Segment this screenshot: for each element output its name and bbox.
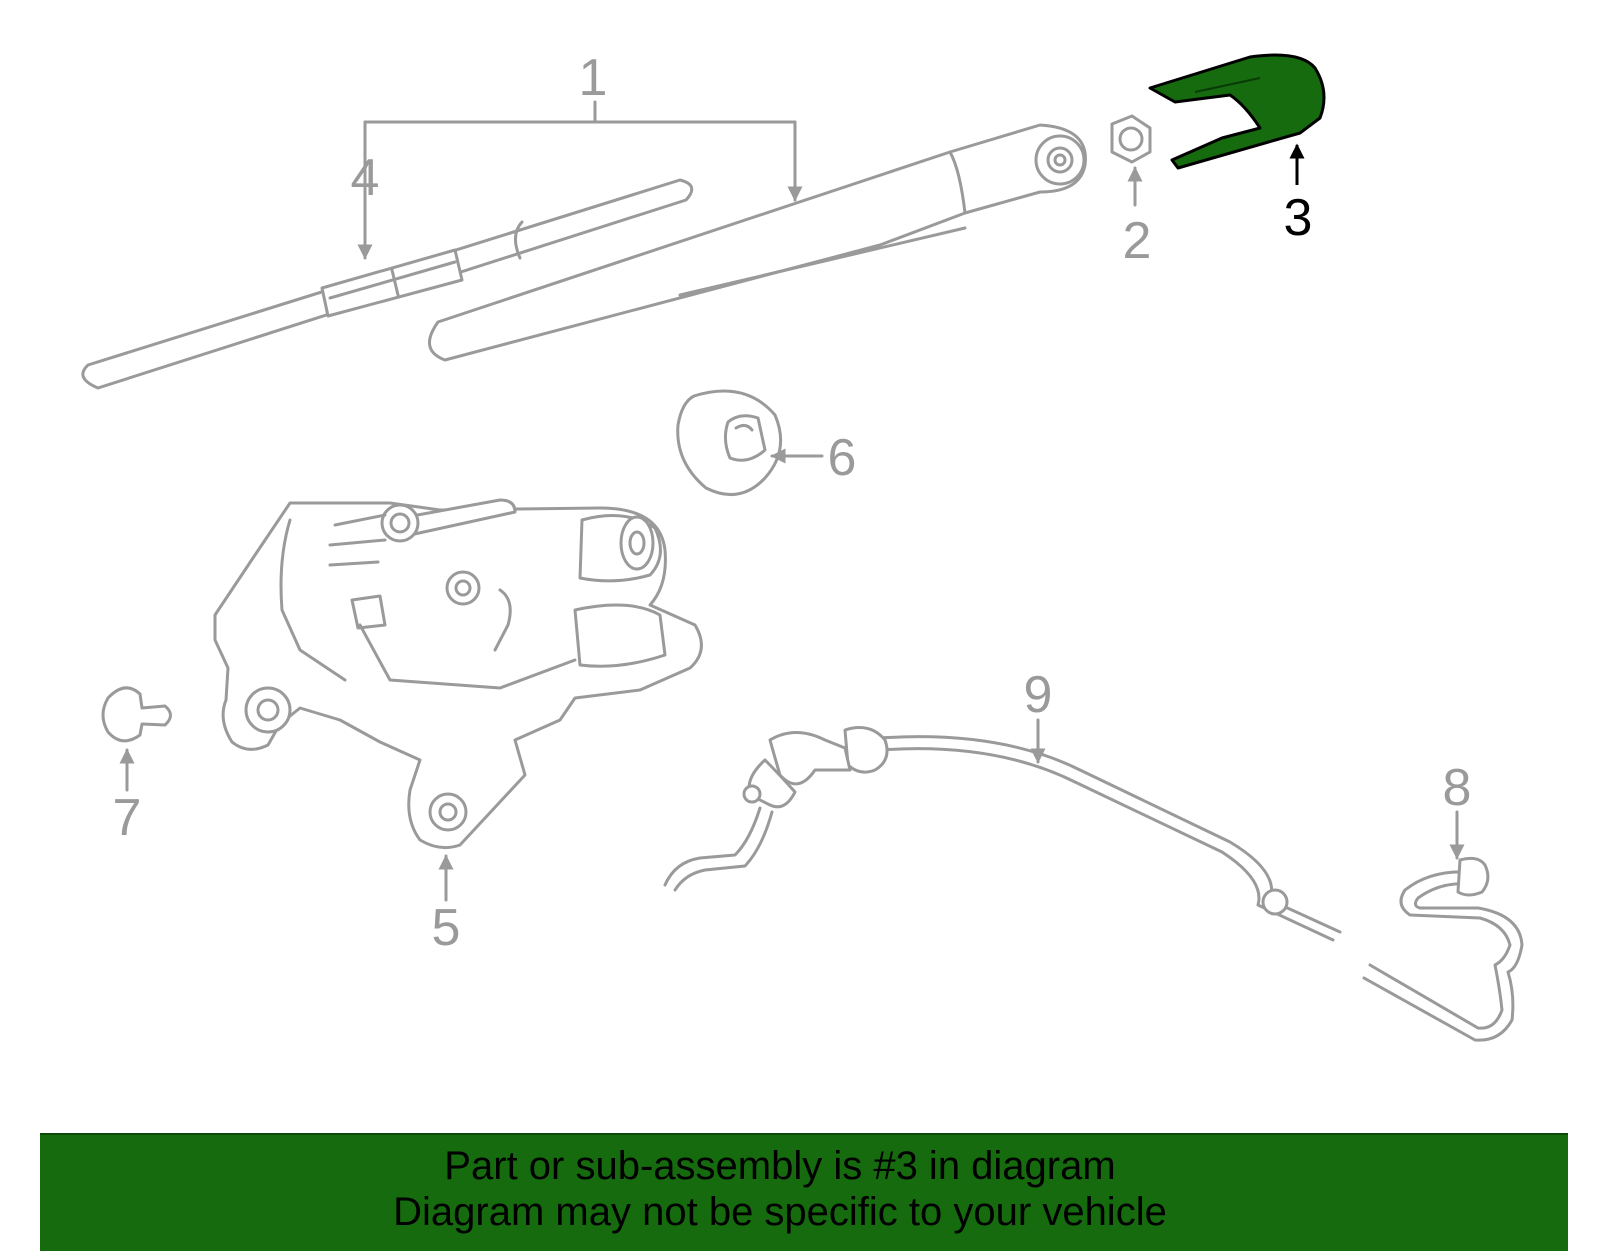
callout-8: 8 (1443, 759, 1472, 817)
callout-7: 7 (113, 789, 142, 847)
callout-5: 5 (432, 899, 461, 957)
part-1-wiper-arm[interactable] (428, 123, 1087, 362)
info-banner: Part or sub-assembly is #3 in diagram Di… (40, 1133, 1568, 1251)
callout-3: 3 (1284, 189, 1313, 247)
banner-line-1: Part or sub-assembly is #3 in diagram (444, 1144, 1116, 1188)
leader-lines (119, 100, 1465, 902)
banner-text: Part or sub-assembly is #3 in diagram Di… (40, 1143, 1520, 1235)
part-5-wiper-motor[interactable] (213, 498, 703, 850)
callout-4: 4 (351, 149, 380, 207)
part-9-washer-hose[interactable] (663, 726, 1342, 942)
callout-1: 1 (579, 49, 608, 107)
part-2-nut[interactable] (1110, 114, 1152, 164)
part-7-bolt[interactable] (101, 686, 172, 743)
part-6-grommet[interactable] (676, 389, 783, 496)
callout-6: 6 (828, 429, 857, 487)
banner-line-2: Diagram may not be specific to your vehi… (393, 1190, 1167, 1234)
callout-2: 2 (1123, 212, 1152, 270)
parts-diagram: 1 2 3 4 5 6 7 8 9 (81, 49, 1524, 1042)
part-4-wiper-blade[interactable] (81, 178, 694, 390)
callout-9: 9 (1024, 666, 1053, 724)
part-8-hose-connector[interactable] (1362, 856, 1524, 1042)
part-3-cap-highlighted[interactable] (1148, 53, 1326, 170)
